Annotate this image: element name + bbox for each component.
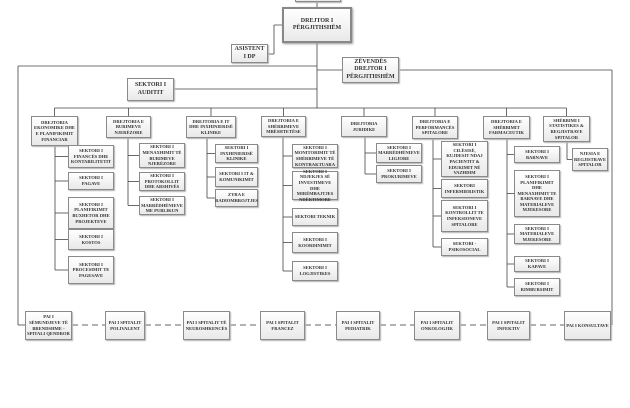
sector-box: SEKTORI I MARRËDHËNIEVE LIGJORE xyxy=(376,143,422,163)
sector-box: NJESIA E REGJISTRAVE SPITALOR xyxy=(572,148,608,171)
sector-box: SEKTORI I KONTROLLIT TE INFEKSIONEVE SPI… xyxy=(441,200,488,232)
sector-box: SEKTORI I KOORDINIMIT xyxy=(292,232,338,253)
hospital-unit-box: PAI I SPITALIT TË NEUROSHKENCËS xyxy=(183,311,230,340)
sector-box: ZYRA E RADIOMBROJTJES xyxy=(215,189,258,207)
hospital-unit-box: PAI I SPITALIT ONKOLOGJIK xyxy=(414,311,460,340)
assistant-box: ASISTENT I DP xyxy=(231,44,268,63)
hospital-unit-box: PAI I SPITALIT FRANCEZ xyxy=(260,311,305,340)
directorate-box: DREJTORIA JURIDIKE xyxy=(341,116,387,137)
sector-box: SEKTORI I MATERIALEVE MJEKESORE xyxy=(514,224,560,244)
sector-box: SEKTORI I IT & KOMUNIKIMIT xyxy=(215,167,258,187)
hospital-unit-box: PAI I SPITALIT POLIVALENT xyxy=(105,311,145,340)
sector-box: SEKTORI I MONITORIMIT TË SHËRBIMEVE TË K… xyxy=(292,144,338,168)
sector-box: SEKTORI - PSIKOSOCIAL xyxy=(441,238,488,256)
directorate-box: DREJTORIA E IT DHE INXHINIERISË KLINIKE xyxy=(186,116,236,138)
sector-box: SEKTORI TEKNIK xyxy=(292,208,338,226)
sector-box: SEKTORI INFERMIERISTIK xyxy=(441,179,488,198)
sector-box: SEKTORI I NDJEKJES SË INVESTIMEVE DHE MI… xyxy=(292,169,338,202)
hospital-unit-box: PAI I KONSULTAVE xyxy=(564,311,611,340)
sector-box: SEKTORI I RIMBURSIMIT xyxy=(514,278,560,296)
sector-box: SEKTORI I LOGJISTIKES xyxy=(292,261,338,281)
audit-sector-box: SEKTORI I AUDITIT xyxy=(127,78,174,101)
sector-box: SEKTORI I FINANCËS DHE KONTABILITETIT xyxy=(68,145,114,168)
hospital-unit-box: PAI I SPITALIT PEDIATRIK xyxy=(336,311,380,340)
directorate-box: DREJTORIA E PERFORMANCËS SPITALORE xyxy=(412,116,458,139)
deputy-director-box: ZËVENDËS DREJTOR I PËRGJITHSHËM xyxy=(342,57,399,83)
sector-box: SEKTORI I KAPAVE xyxy=(514,256,560,272)
sector-box: SEKTORI I PAGAVE xyxy=(68,172,114,190)
sector-box: SEKTORI I PROCESIMIT TE PAGESAVE xyxy=(68,256,114,284)
sector-box: SEKTORI I BARNAVE xyxy=(514,146,560,163)
directorate-box: SHËRBIMI I STATISTIKES & REGJISTRAVE SPI… xyxy=(543,116,590,142)
hospital-unit-box: PAI I SËMUNDJEVE TË BRENDSHME - SPITALI … xyxy=(25,311,72,340)
directorate-box: DREJTORIA EKONOMIKE DHE E PLANIFIKIMIT F… xyxy=(31,116,78,146)
director-box: DREJTOR I PËRGJITHSHËM xyxy=(282,7,352,43)
directorate-box: DREJTORIA E SHËRBIMEVE MBËSHTETËSE xyxy=(261,116,306,137)
sector-box: SEKTORI I CILËSISË, KUJDESIT NDAJ PACIEN… xyxy=(441,141,488,177)
sector-box: SEKTORI I MENAXHIMIT TË BURIMEVE NJERËZO… xyxy=(139,143,185,168)
sector-box: SEKTORI I PLANIFIKIMIT BUXHETOR DHE PROJ… xyxy=(68,197,114,229)
sector-box: SEKTORI I INXHINIERISË KLINIKE xyxy=(215,144,258,163)
directorate-box: DREJTORIA E BURIMEVE NJERËZORE xyxy=(106,116,151,138)
hospital-unit-box: PAI I SPITALIT INFEKTIV xyxy=(487,311,530,340)
sector-box: SEKTORI I PROKURIMEVE xyxy=(376,165,422,183)
sector-box: SEKTORI I MARRËDHËNIEVE ME PUBLIKUN xyxy=(139,196,185,215)
top-unit-box xyxy=(295,0,341,2)
directorate-box: DREJTORIA E SHËRBIMIT FARMACEUTIK xyxy=(483,116,530,139)
sector-box: SEKTORI I KOSTOS xyxy=(68,229,114,250)
sector-box: SEKTORI I PROTOKOLLIT DHE ARSHIVËS xyxy=(139,172,185,191)
sector-box: SEKTORI I PLANIFIKIMIT DHE MENAXHIMIT TE… xyxy=(514,170,560,217)
